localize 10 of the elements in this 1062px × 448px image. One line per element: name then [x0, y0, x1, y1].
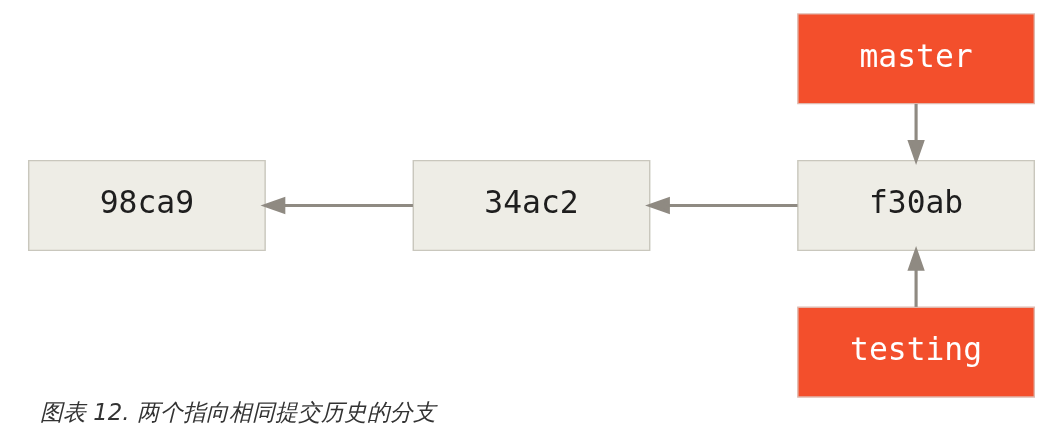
- arrow: [260, 196, 413, 215]
- node-box: testing: [796, 306, 1035, 398]
- caption: 图表 12. 两个指向相同提交历史的分支: [39, 398, 436, 425]
- node-box: f30ab: [796, 159, 1035, 252]
- arrow: [906, 103, 925, 165]
- node-box: master: [796, 13, 1035, 105]
- node-box: 98ca9: [27, 159, 266, 252]
- node-box: 34ac2: [412, 159, 650, 252]
- arrow: [644, 196, 798, 215]
- arrow: [906, 245, 925, 307]
